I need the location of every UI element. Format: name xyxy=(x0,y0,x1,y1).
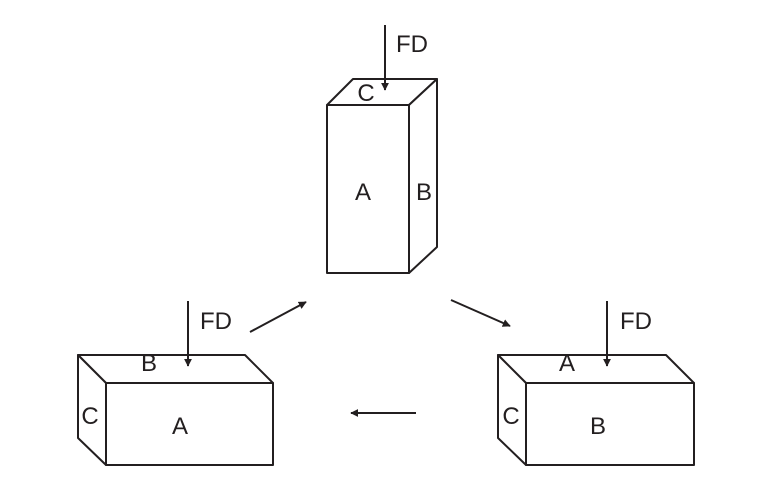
top-block: C A B FD xyxy=(326,25,438,274)
left-block-top-label: B xyxy=(141,350,157,377)
left-block-front-face xyxy=(105,382,274,466)
right-block-top-face xyxy=(497,354,695,384)
top-block-top-label: C xyxy=(357,80,374,107)
top-block-side-face xyxy=(408,78,438,274)
top-block-side-label: B xyxy=(416,179,432,206)
right-block-side-label: C xyxy=(502,403,519,430)
left-block-front-label: A xyxy=(172,413,188,440)
top-block-front-label: A xyxy=(355,179,371,206)
top-block-front-face xyxy=(326,104,410,274)
right-block: A C B FD xyxy=(497,301,695,466)
cycle-arrow-left-to-top xyxy=(249,301,307,333)
left-block: B C A FD xyxy=(77,301,274,466)
right-block-force-label: FD xyxy=(620,308,652,335)
left-block-side-label: C xyxy=(81,403,98,430)
left-block-force-label: FD xyxy=(200,308,232,335)
top-block-force-label: FD xyxy=(396,31,428,58)
right-block-top-label: A xyxy=(559,350,575,377)
right-block-front-label: B xyxy=(590,413,606,440)
cycle-arrow-top-to-right xyxy=(450,299,511,327)
right-block-front-face xyxy=(525,382,695,466)
left-block-top-face xyxy=(77,354,274,384)
